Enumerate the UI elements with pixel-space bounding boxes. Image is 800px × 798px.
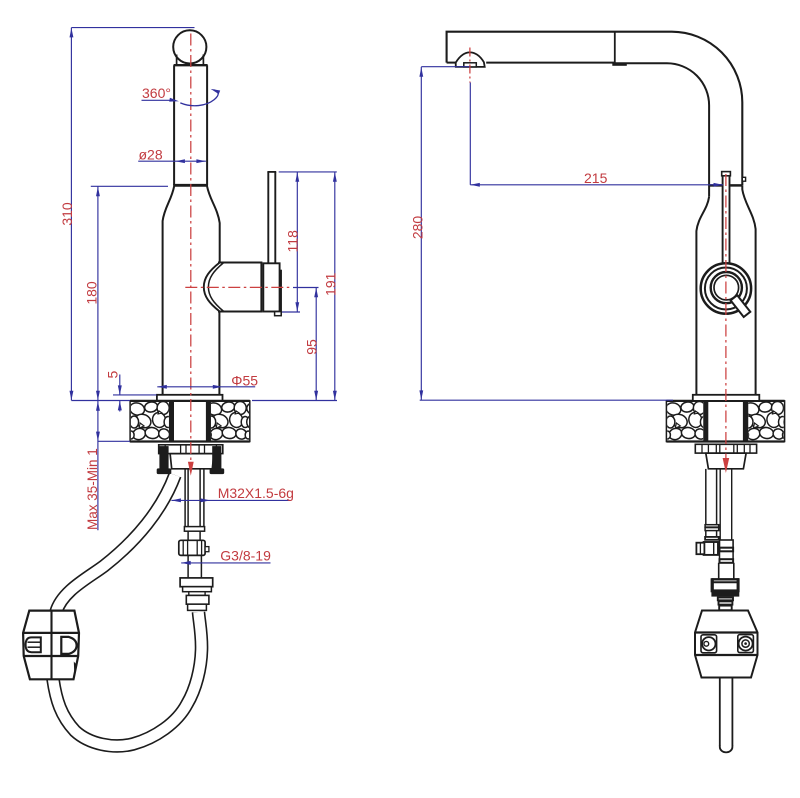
svg-text:180: 180 <box>83 281 99 305</box>
svg-text:118: 118 <box>285 230 301 253</box>
svg-text:G3/8-19: G3/8-19 <box>220 548 271 564</box>
svg-text:95: 95 <box>304 339 320 355</box>
svg-text:Max 35-Min 1: Max 35-Min 1 <box>85 448 100 530</box>
svg-text:ø28: ø28 <box>139 147 163 163</box>
svg-text:191: 191 <box>322 272 338 296</box>
svg-text:360°: 360° <box>142 85 171 101</box>
svg-text:310: 310 <box>59 202 75 226</box>
svg-text:Φ55: Φ55 <box>231 372 258 388</box>
svg-text:5: 5 <box>105 370 121 378</box>
svg-text:280: 280 <box>410 216 426 240</box>
svg-text:M32X1.5-6g: M32X1.5-6g <box>218 485 294 501</box>
svg-text:215: 215 <box>584 170 608 186</box>
